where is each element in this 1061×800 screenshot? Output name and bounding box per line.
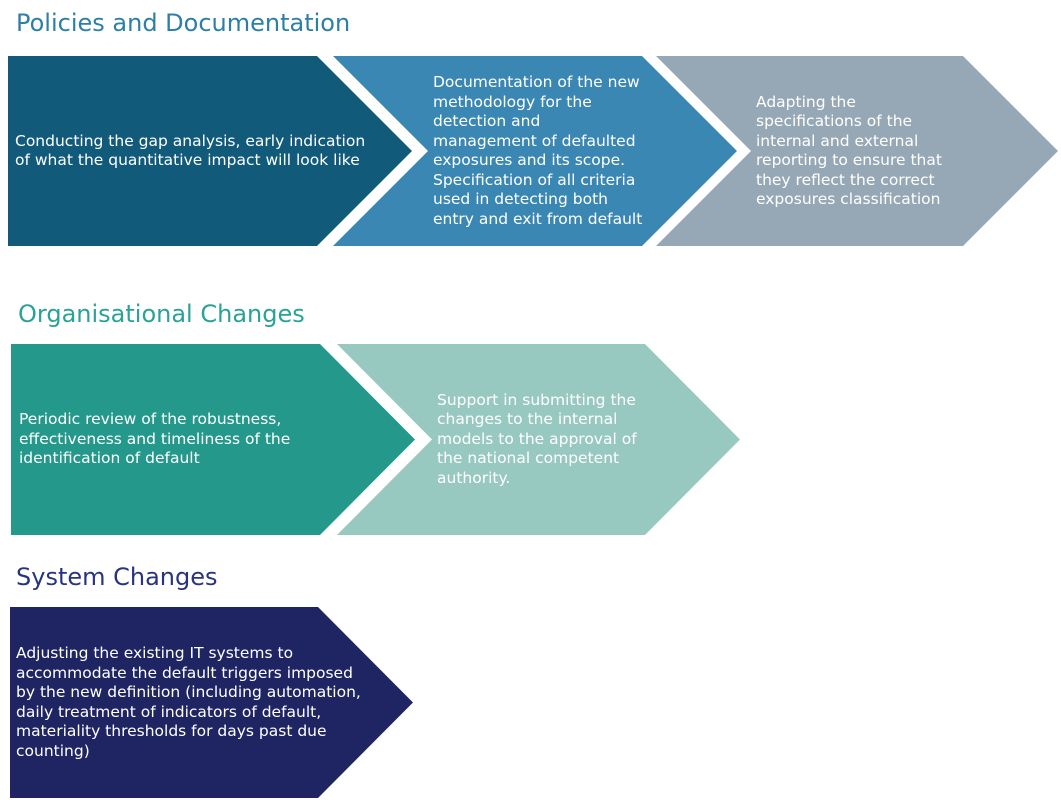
organisational-step-1-text: Periodic review of the robustness, effec… bbox=[19, 410, 291, 468]
section-title-system: System Changes bbox=[16, 563, 218, 591]
chevron-shape bbox=[337, 344, 740, 535]
policies-step-3-text: Adapting the specifications of the inter… bbox=[756, 92, 942, 209]
policies-step-3: Adapting the specifications of the inter… bbox=[656, 56, 1058, 246]
system-step-1: Adjusting the existing IT systems to acc… bbox=[10, 607, 413, 798]
organisational-step-2: Support in submitting the changes to the… bbox=[337, 344, 740, 535]
organisational-step-1: Periodic review of the robustness, effec… bbox=[11, 344, 415, 535]
section-title-policies: Policies and Documentation bbox=[16, 9, 351, 37]
policies-step-1-text: Conducting the gap analysis, early indic… bbox=[15, 131, 366, 170]
policies-step-2: Documentation of the new methodology for… bbox=[333, 56, 737, 246]
system-step-1-text: Adjusting the existing IT systems to acc… bbox=[16, 644, 361, 760]
organisational-step-2-text: Support in submitting the changes to the… bbox=[437, 390, 637, 487]
chevron-shape bbox=[8, 56, 412, 246]
chevron-shape bbox=[333, 56, 737, 246]
policies-step-2-text: Documentation of the new methodology for… bbox=[433, 73, 643, 228]
chevron-shape bbox=[11, 344, 415, 535]
policies-step-1: Conducting the gap analysis, early indic… bbox=[8, 56, 412, 246]
section-title-organisational: Organisational Changes bbox=[18, 300, 305, 328]
chevron-shape bbox=[10, 607, 413, 798]
chevron-shape bbox=[656, 56, 1058, 246]
